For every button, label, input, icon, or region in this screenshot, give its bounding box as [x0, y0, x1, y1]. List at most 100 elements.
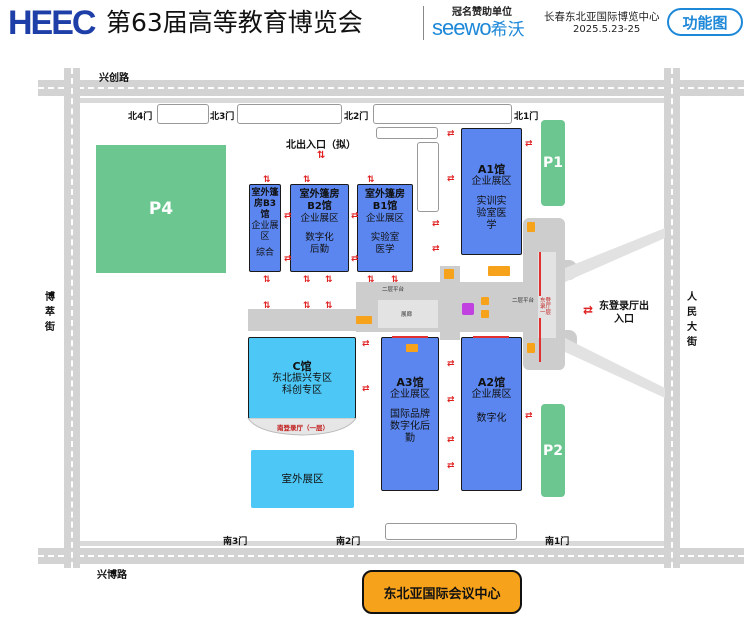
- hall-b3-name: 室外篷房B3馆: [251, 188, 279, 220]
- arrow-icon: ⇄: [351, 254, 359, 264]
- arrow-icon: ⇅: [263, 175, 271, 185]
- gate-south-2[interactable]: 南2门: [336, 537, 361, 547]
- arrow-icon: ⇄: [432, 244, 440, 254]
- sign-icon: [481, 297, 489, 305]
- event-date: 2025.5.23-25: [573, 24, 641, 35]
- parking-p4[interactable]: P4: [96, 145, 226, 273]
- arrow-icon: ⇄: [351, 211, 359, 221]
- hall-a3-topic: 国际品牌数字化后勤: [390, 409, 430, 444]
- hall-b2[interactable]: 室外篷房B2馆 企业展区 数字化后勤: [290, 184, 349, 272]
- arrow-icon: ⇅: [263, 275, 271, 285]
- north-kiosk: [376, 127, 438, 139]
- gate-north-2[interactable]: 北2门: [344, 112, 369, 122]
- arrow-icon: ⇄: [284, 254, 292, 264]
- sign-icon: [527, 222, 535, 232]
- platform-label-east: 二层平台: [512, 298, 535, 304]
- east-lobby-bar-south: [539, 318, 541, 362]
- header-divider: [423, 6, 424, 40]
- arrow-icon: ⇅: [367, 175, 375, 185]
- east-lobby-walkway: [538, 252, 556, 338]
- road-label-south: 兴博路: [97, 570, 127, 581]
- arrow-icon: ⇄: [362, 384, 370, 394]
- arrow-icon: ⇅: [303, 275, 311, 285]
- hall-a3-zone: 企业展区: [390, 389, 430, 400]
- hall-a1-name: A1馆: [477, 163, 506, 176]
- arrow-icon: ⇅: [367, 275, 375, 285]
- arrow-icon: ⇄: [447, 174, 455, 184]
- logo-text: HEEC: [8, 4, 96, 42]
- road-label-north: 兴创路: [99, 73, 129, 84]
- sign-icon: [406, 344, 418, 352]
- hall-b1-topic: 实验室医学: [370, 232, 400, 255]
- site-wall-south: [80, 541, 664, 546]
- gate-south-3[interactable]: 南3门: [223, 537, 248, 547]
- arrow-icon: ⇄: [447, 435, 455, 445]
- arrow-icon: ⇄: [447, 359, 455, 369]
- hall-c-zone: 东北振兴专区: [272, 373, 332, 384]
- hall-b3-topic: 综合: [255, 248, 274, 258]
- arrow-icon: ⇄: [447, 461, 455, 471]
- hall-b3[interactable]: 室外篷房B3馆 企业展区 综合: [249, 184, 281, 272]
- east-registration-label[interactable]: 东登录厅出入口: [599, 301, 649, 325]
- road-south-centerline: [38, 555, 744, 557]
- hall-b2-name: 室外篷房B2馆: [299, 189, 340, 212]
- sign-icon: [356, 316, 372, 324]
- gate-north-1[interactable]: 北1门: [514, 112, 539, 122]
- north-exit-arrow: ⇅: [317, 150, 326, 161]
- hall-b2-zone: 企业展区: [300, 213, 339, 224]
- arrow-icon: ⇄: [525, 139, 533, 149]
- function-map-button[interactable]: 功能图: [667, 8, 743, 36]
- hall-a1-zone: 企业展区: [471, 176, 512, 187]
- east-ramps: [565, 228, 665, 398]
- hall-a2-entrance-bar: [473, 336, 509, 338]
- conference-center[interactable]: 东北亚国际会议中心: [362, 570, 522, 614]
- parking-p1[interactable]: P1: [541, 120, 565, 206]
- road-north-centerline: [38, 87, 744, 89]
- heec-logo: HEEC: [8, 4, 96, 42]
- site-wall-north: [80, 98, 664, 103]
- sign-icon: [444, 269, 454, 279]
- hall-a2-topic: 数字化: [476, 413, 507, 424]
- arrow-icon: ⇄: [362, 339, 370, 349]
- sign-icon: [481, 310, 489, 318]
- venue-name: 长春东北亚国际博览中心: [544, 11, 660, 23]
- sponsor-label: 冠名赞助单位: [452, 7, 512, 18]
- hub-pillar-south: [440, 330, 460, 340]
- parking-p2[interactable]: P2: [541, 404, 565, 497]
- road-west-centerline: [71, 68, 73, 568]
- road-east-centerline: [671, 68, 673, 568]
- hall-a3[interactable]: A3馆 企业展区 国际品牌数字化后勤: [381, 337, 439, 491]
- south-registration-shape: [247, 418, 357, 436]
- sign-icon: [488, 266, 510, 276]
- hall-b3-zone: 企业展区: [251, 221, 279, 242]
- hall-a2[interactable]: A2馆 企业展区 数字化: [461, 337, 522, 491]
- arrow-icon: ⇅: [325, 301, 333, 311]
- arrow-icon: ⇄: [284, 211, 292, 221]
- hall-c[interactable]: C馆 东北振兴专区 科创专区: [248, 337, 356, 419]
- arrow-icon: ⇅: [325, 275, 333, 285]
- north-exit-label[interactable]: 北出入口（拟）: [286, 140, 356, 151]
- gate-north-4[interactable]: 北4门: [128, 112, 153, 122]
- hall-a1-topic: 实训实验室医学: [476, 196, 507, 231]
- arrow-icon: ⇄: [525, 411, 533, 421]
- road-label-west: 博萃街: [45, 292, 55, 333]
- sponsor-brand-cn: 希沃: [490, 20, 525, 40]
- gate-south-1[interactable]: 南1门: [545, 537, 570, 547]
- hall-b2-topic: 数字化后勤: [305, 232, 334, 255]
- arrow-icon: ⇄: [447, 129, 455, 139]
- east-registration-inner-label: 东登录厅一层: [540, 298, 552, 316]
- east-lobby-bar-north: [539, 252, 541, 296]
- hall-a1[interactable]: A1馆 企业展区 实训实验室医学: [461, 128, 522, 255]
- road-label-east: 人民大街: [687, 292, 697, 348]
- north-building: [417, 142, 439, 212]
- south-registration-label: 南登录厅（一层）: [277, 424, 329, 432]
- hall-b1[interactable]: 室外篷房B1馆 企业展区 实验室医学: [357, 184, 413, 272]
- south-gate-box: [385, 523, 517, 540]
- gate-north-4-box: [157, 104, 209, 124]
- hall-a2-zone: 企业展区: [471, 389, 512, 400]
- gate-north-3[interactable]: 北3门: [210, 112, 235, 122]
- hall-outdoor-name: 室外展区: [281, 473, 324, 485]
- arrow-icon: ⇅: [303, 175, 311, 185]
- hall-b1-name: 室外篷房B1馆: [365, 189, 405, 212]
- hall-outdoor[interactable]: 室外展区: [251, 450, 354, 508]
